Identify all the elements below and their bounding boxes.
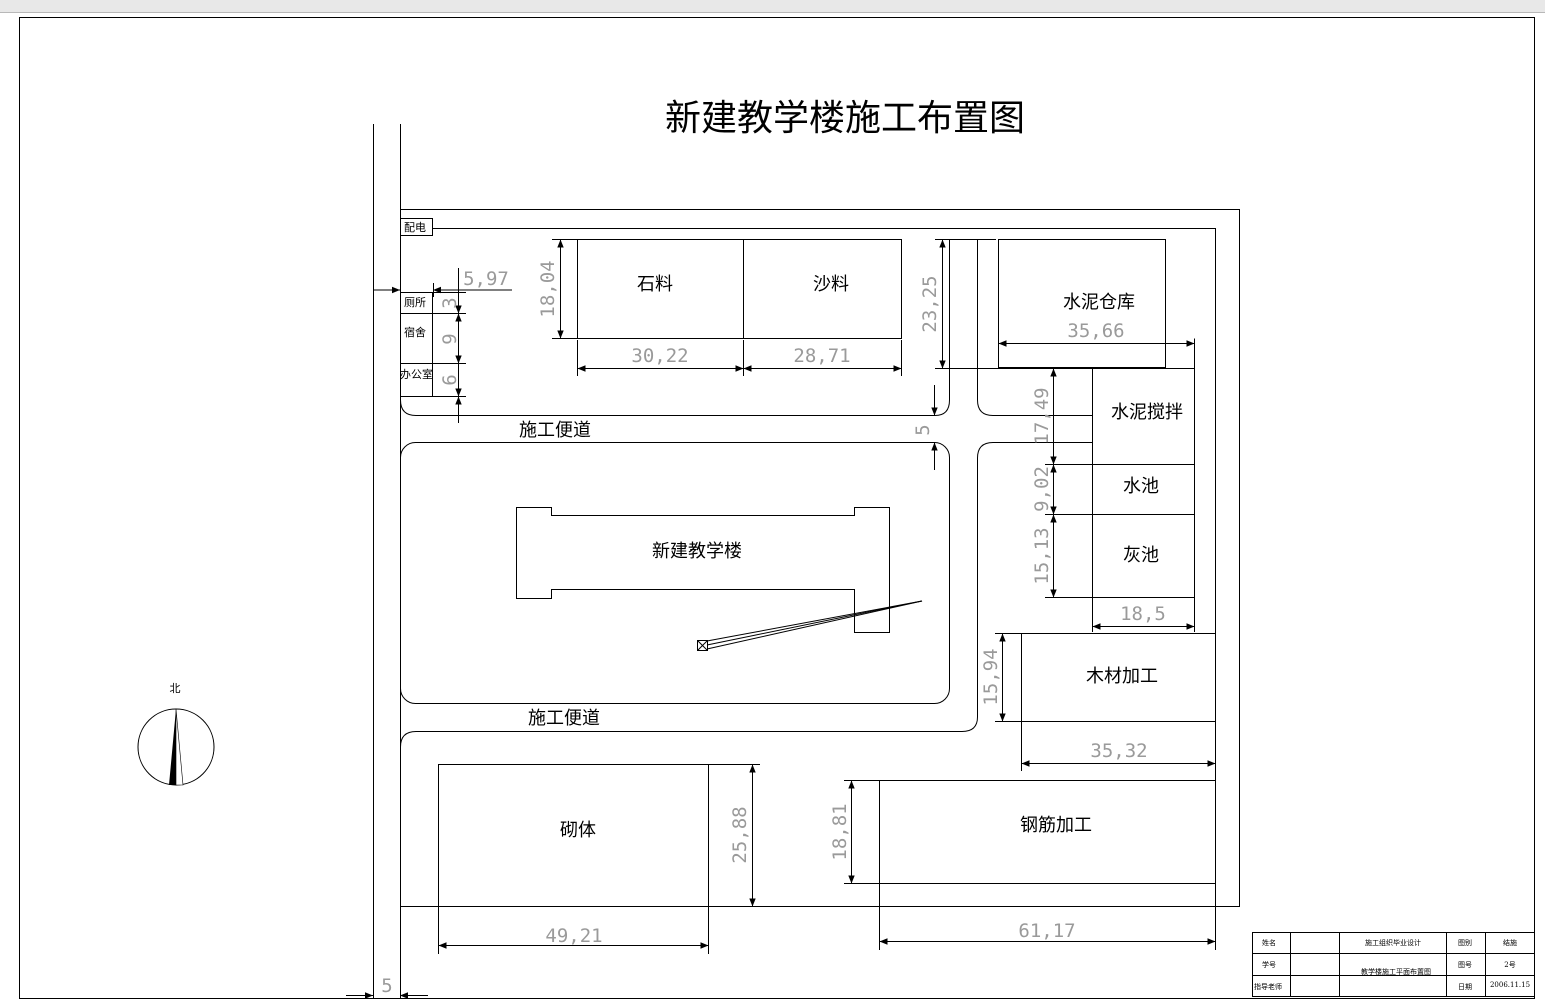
dim-28-71: 28,71 [793, 345, 850, 367]
lime-pool-label: 灰池 [1123, 545, 1159, 566]
dim-18-5: 18,5 [1120, 603, 1166, 625]
window-top-bar [0, 0, 1545, 13]
tb-name-label: 姓名 [1262, 938, 1276, 947]
dim-61-17: 61,17 [1018, 920, 1075, 942]
dim-35-32: 35,32 [1090, 740, 1147, 762]
cement-store-label: 水泥仓库 [1063, 292, 1135, 313]
timber-label: 木材加工 [1086, 666, 1158, 687]
cement-store [998, 239, 1166, 368]
rebar-yard [879, 780, 1216, 884]
tb-id-label: 学号 [1262, 960, 1276, 969]
dim-5-bottom: 5 [381, 975, 392, 997]
stone-label: 石料 [637, 274, 673, 295]
tb-date-label: 日期 [1458, 983, 1472, 991]
dim-25-88: 25,88 [729, 806, 751, 863]
site-boundary [373, 124, 1240, 999]
tb-date: 2006.11.15 [1490, 981, 1530, 989]
cement-mix-label: 水泥搅拌 [1111, 402, 1183, 423]
drawing-frame [19, 17, 1535, 999]
north-label: 北 [170, 682, 181, 695]
dim-5-road: 5 [912, 424, 934, 435]
tb-category: 结施 [1503, 938, 1517, 947]
power-box [400, 218, 433, 236]
road-label-lower: 施工便道 [528, 708, 600, 729]
tb-advisor-label: 指导老师 [1254, 982, 1282, 991]
masonry-yard [438, 764, 709, 907]
tb-project: 施工组织毕业设计 [1365, 938, 1421, 947]
drawing-title: 新建教学楼施工布置图 [665, 98, 1025, 139]
title-block [1252, 932, 1535, 997]
dim-6: 6 [439, 374, 461, 385]
tb-number-label: 图号 [1458, 961, 1472, 969]
dim-3: 3 [439, 297, 461, 308]
dim-5-97: 5,97 [463, 268, 509, 290]
dimension-lines [346, 239, 1216, 999]
dorm-label: 宿舍 [404, 325, 426, 339]
road-label-upper: 施工便道 [519, 420, 591, 441]
tb-number: 2号 [1504, 961, 1515, 969]
tb-drawing-name: 教学楼施工平面布置图 [1361, 967, 1431, 976]
tower-crane [697, 600, 923, 651]
office-label: 办公室 [400, 367, 433, 381]
stone-sand-yard [577, 239, 902, 339]
dim-15-94: 15,94 [980, 648, 1002, 705]
dim-18-04: 18,04 [537, 260, 559, 317]
water-pool-label: 水池 [1123, 476, 1159, 497]
timber-yard [1021, 633, 1216, 722]
dim-23-25: 23,25 [919, 275, 941, 332]
dim-17-49: 17,49 [1031, 387, 1053, 444]
rebar-label: 钢筋加工 [1020, 815, 1092, 836]
left-rooms [400, 292, 433, 397]
dim-9-02: 9,02 [1031, 466, 1053, 512]
dim-15-13: 15,13 [1031, 527, 1053, 584]
building-label: 新建教学楼 [652, 541, 742, 562]
dim-18-81: 18,81 [829, 803, 851, 860]
tb-category-label: 图别 [1458, 938, 1472, 947]
sand-label: 沙料 [813, 274, 849, 295]
masonry-label: 砌体 [560, 820, 596, 841]
dim-30-22: 30,22 [631, 345, 688, 367]
toilet-label: 厕所 [404, 296, 426, 309]
new-building [516, 507, 890, 633]
north-arrow [137, 708, 215, 786]
dim-35-66: 35,66 [1067, 320, 1124, 342]
power-label: 配电 [404, 221, 426, 234]
dim-49-21: 49,21 [545, 925, 602, 947]
dim-9: 9 [439, 333, 461, 344]
